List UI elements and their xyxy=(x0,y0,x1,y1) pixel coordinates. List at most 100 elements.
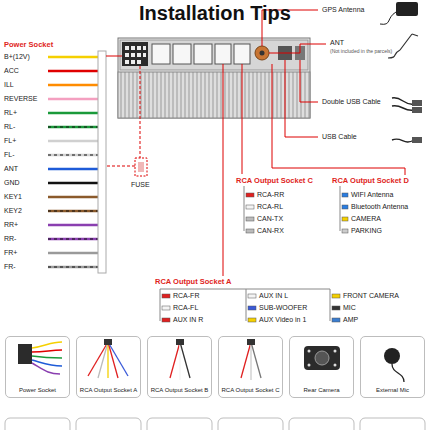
rca-connector xyxy=(173,44,191,64)
fuse-label: FUSE xyxy=(131,181,150,189)
signal-name: Bluetooth Antenna xyxy=(351,203,408,211)
wire xyxy=(48,84,98,87)
harness-wires xyxy=(32,342,62,374)
pin-name: GND xyxy=(4,179,20,187)
wire xyxy=(32,342,62,348)
rca-connector xyxy=(234,44,250,64)
diagram-title: Installation Tips xyxy=(0,1,430,25)
rca-connector xyxy=(194,44,212,64)
usb-plug xyxy=(412,107,422,113)
wire-end xyxy=(342,229,348,233)
wire xyxy=(170,342,180,378)
accessory-name: RCA Output Socket B xyxy=(151,387,209,394)
mic-jack xyxy=(332,306,340,310)
accessory-box-outline xyxy=(218,418,283,430)
rca-fan xyxy=(170,342,190,380)
part-name: USB Cable xyxy=(322,133,357,141)
leader-line xyxy=(140,66,141,158)
wire-stripe xyxy=(48,127,98,128)
signal-name: AUX IN L xyxy=(259,292,288,300)
rca-plug xyxy=(246,205,254,209)
wire xyxy=(48,238,98,241)
signal-name: AUX IN R xyxy=(173,316,203,324)
usb-plug xyxy=(412,137,422,143)
signal-name: AUX Video in 1 xyxy=(259,316,306,324)
accessory-box-outline xyxy=(289,418,354,430)
rca-plug xyxy=(246,193,254,197)
leader-line xyxy=(285,60,318,137)
pin-name: RL- xyxy=(4,123,15,131)
accessory-name: RCA Output Socket C xyxy=(221,387,279,394)
signal-name: SUB-WOOFER xyxy=(259,304,307,312)
usb-plug xyxy=(412,100,422,106)
connector-pins xyxy=(125,46,146,64)
connector-panel xyxy=(120,40,308,70)
wire xyxy=(179,342,180,380)
wire-end xyxy=(246,229,254,233)
signal-name: CAN-RX xyxy=(257,227,284,235)
usb-cable-icon xyxy=(392,139,414,142)
accessory-name: Power Socket xyxy=(19,387,56,394)
pin-name: FR+ xyxy=(4,249,17,257)
accessory-box-outline xyxy=(5,418,70,430)
wire xyxy=(48,126,98,129)
wire xyxy=(241,342,251,378)
power-connector xyxy=(122,42,148,66)
wire-stripe xyxy=(48,155,98,156)
pin-name: FL+ xyxy=(4,137,16,145)
wire-bundle xyxy=(48,57,98,267)
wire xyxy=(250,342,251,380)
leader-line xyxy=(300,60,318,102)
wire xyxy=(32,363,60,374)
harness-connector xyxy=(18,344,32,364)
accessory-box-outline xyxy=(360,418,425,430)
fuse-symbol xyxy=(135,158,147,176)
mic-head xyxy=(384,348,400,364)
part-name: Double USB Cable xyxy=(322,98,381,106)
camera-led xyxy=(334,364,337,367)
pin-name: FR- xyxy=(4,263,16,271)
camera-led xyxy=(334,350,337,353)
leader-line xyxy=(106,56,122,57)
signal-name: WIFI Antenna xyxy=(351,191,393,199)
pin-name: REVERSE xyxy=(4,95,37,103)
pin-name: ILL xyxy=(4,81,14,89)
signal-name: FRONT CAMERA xyxy=(343,292,399,300)
pin-name: ANT xyxy=(4,165,18,173)
accessory-name: Rear Camera xyxy=(303,387,339,394)
wire-end xyxy=(246,217,254,221)
rca-connector xyxy=(215,44,231,64)
accessory-box: Rear Camera xyxy=(289,336,354,398)
wire xyxy=(48,182,98,185)
rca-plug xyxy=(162,294,170,298)
rca-plug xyxy=(332,294,340,298)
bracket-line xyxy=(244,186,245,231)
wire xyxy=(98,342,108,378)
socket-heading: RCA Output Socket C xyxy=(236,177,313,185)
antenna-socket xyxy=(255,46,269,60)
leader-line xyxy=(269,44,326,53)
mic-cable xyxy=(392,364,404,382)
bracket-line xyxy=(340,186,341,231)
rca-plug xyxy=(162,306,170,310)
pin-name: RL+ xyxy=(4,109,17,117)
signal-name: PARKING xyxy=(351,227,382,235)
rca-plug xyxy=(248,306,256,310)
head-unit xyxy=(118,38,310,118)
rca-plug xyxy=(342,217,348,221)
socket-heading: RCA Output Socket A xyxy=(155,278,232,286)
harness-plug xyxy=(98,51,106,273)
socket-heading: RCA Output Socket D xyxy=(332,177,409,185)
accessory-box-outline xyxy=(76,418,141,430)
rca-connector xyxy=(152,44,170,64)
pin-name: FL- xyxy=(4,151,15,159)
heat-sink xyxy=(118,72,310,118)
wire xyxy=(32,356,62,358)
gps-antenna-icon xyxy=(396,2,418,16)
signal-name: MIC xyxy=(343,304,356,312)
wire xyxy=(48,56,98,59)
signal-name: RCA-FL xyxy=(173,304,198,312)
wire xyxy=(108,342,128,376)
wire xyxy=(107,342,108,378)
antenna-icon xyxy=(388,34,418,58)
